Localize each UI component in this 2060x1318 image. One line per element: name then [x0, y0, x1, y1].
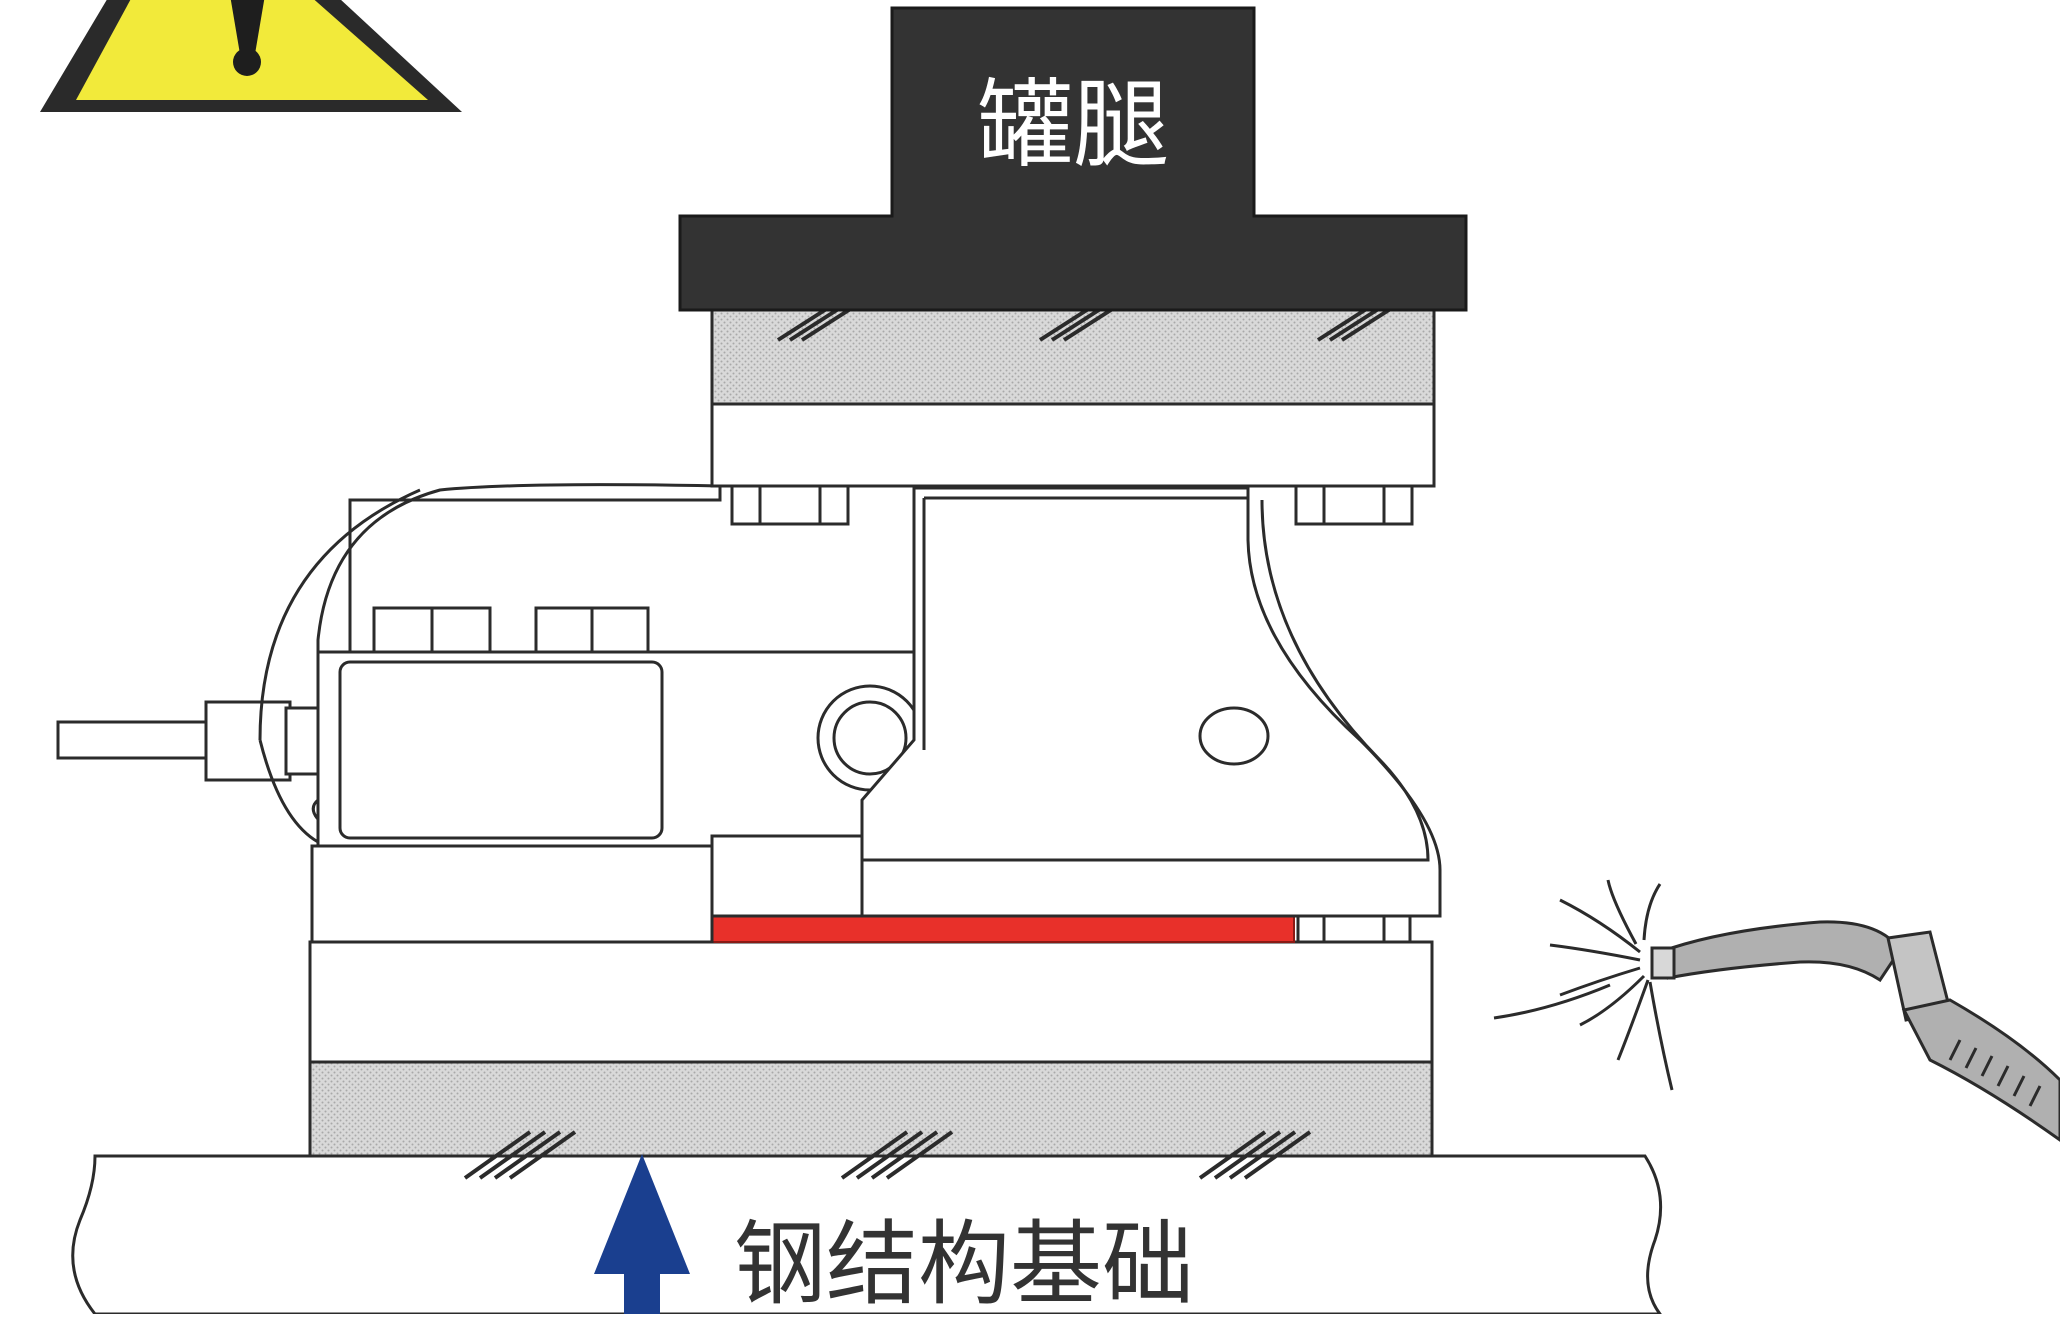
warning-triangle-icon [40, 0, 462, 112]
signal-cable [56, 700, 322, 782]
top-weld-marks [776, 306, 1394, 342]
upper-pad-plate [710, 308, 1436, 406]
welding-torch-icon [1650, 920, 2060, 1142]
steel-foundation-label: 钢结构基础 [734, 1211, 1194, 1314]
load-cell-bolt-2 [534, 606, 650, 654]
upward-arrow-icon [594, 1154, 690, 1314]
load-cell-bolt-1 [372, 606, 492, 654]
upper-mounting-plate [710, 402, 1436, 488]
top-bracket [860, 486, 1442, 918]
bottom-weld-marks [463, 1130, 1312, 1180]
upper-bolt-right [1294, 484, 1414, 526]
lower-mounting-plate [308, 940, 1434, 1064]
bracket-pin-hole [1198, 706, 1270, 766]
tank-leg [678, 6, 1468, 312]
load-cell-base-block [310, 844, 714, 944]
tank-leg-label: 罐腿 [977, 69, 1169, 181]
bottom-base-plate [308, 1060, 1434, 1158]
upper-bolt-left [730, 484, 850, 526]
welding-sparks [1493, 879, 1674, 1091]
